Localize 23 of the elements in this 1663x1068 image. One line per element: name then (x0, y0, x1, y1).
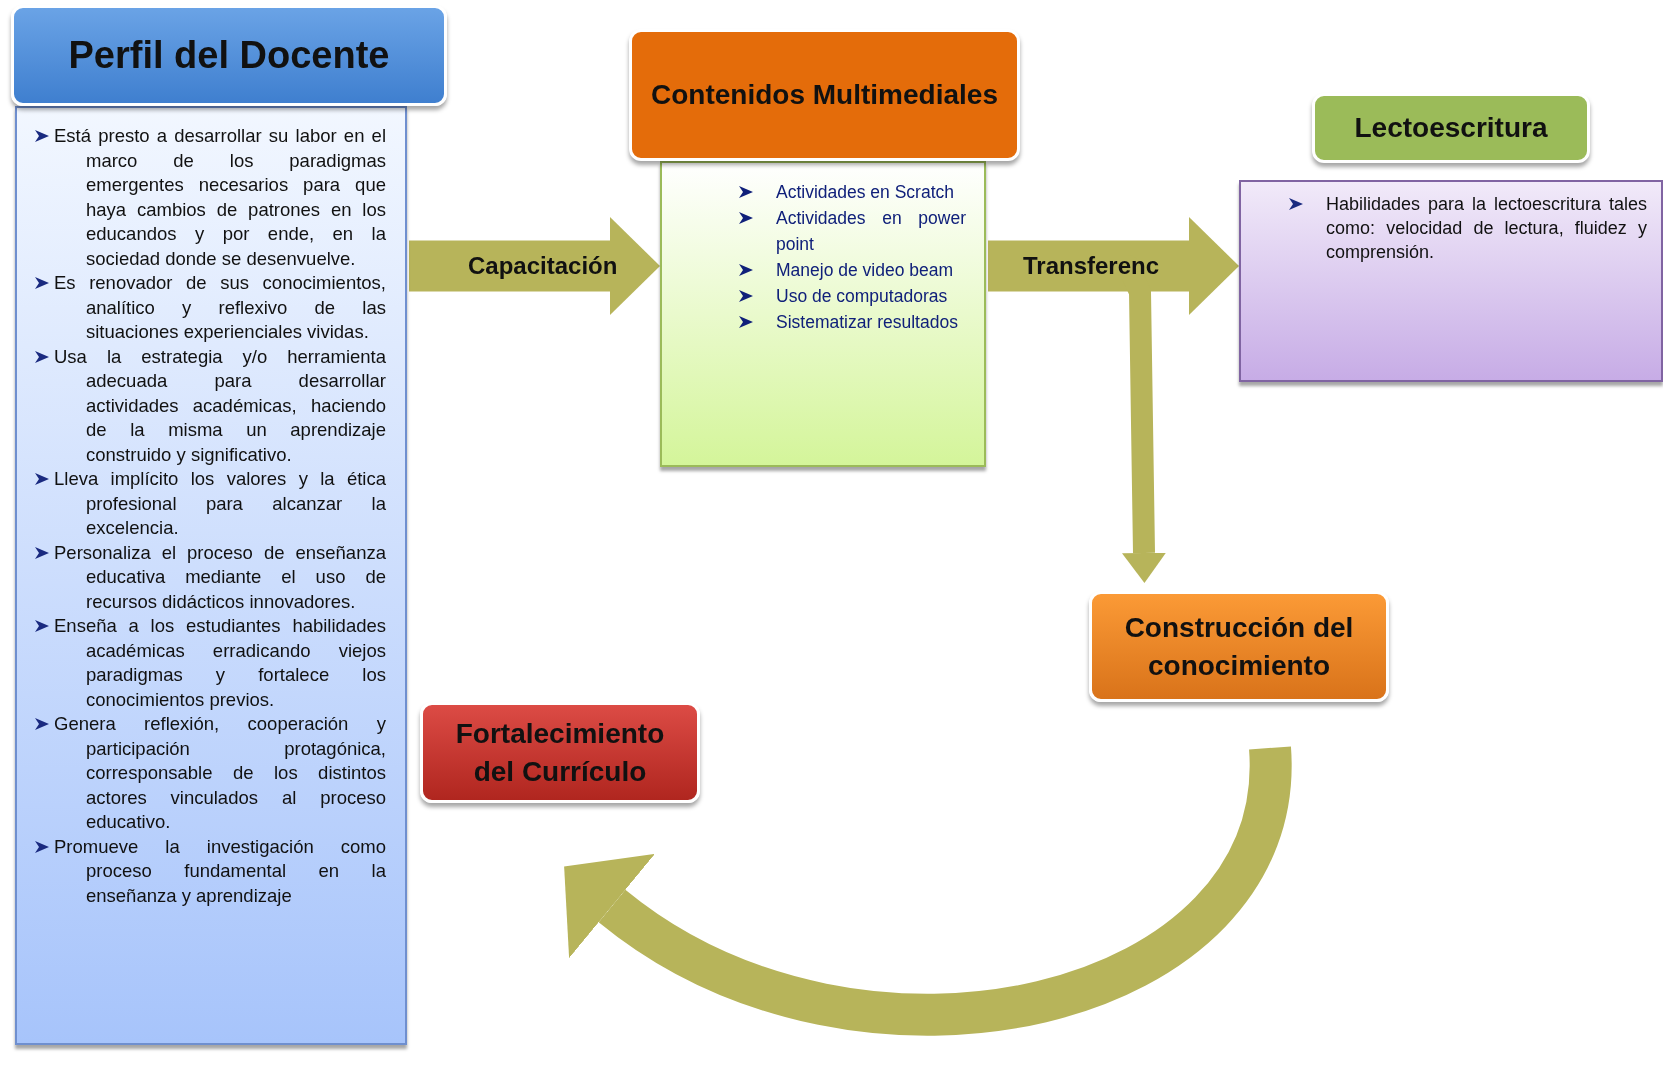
list-item-text: Genera reflexión, cooperación y participación protagónica, corresponsable de los distintos actores vinculados al proceso educativo. (54, 712, 386, 834)
process-box: Fortalecimiento del Currículo (420, 702, 700, 803)
list-item-text: Lleva implícito los valores y la ética profesional para alcanzar la excelencia. (54, 467, 386, 540)
list-item-text: Usa la estrategia y/o herramienta adecuada para desarrollar actividades académicas, haciendo de la misma un aprendizaje construido y significativo. (54, 344, 386, 467)
block-arrow (409, 217, 660, 315)
list-item-text: Manejo de video beam (776, 259, 955, 282)
list-item-text: Promueve la investigación como proceso fundamental en la enseñanza y aprendizaje (54, 834, 386, 908)
heading-banner: Perfil del Docente (11, 5, 447, 106)
list-item-text: Actividades en Scratch (776, 181, 955, 204)
list-item-text: Actividades en power point (776, 207, 966, 256)
block-arrow (988, 217, 1239, 315)
list-item-text: Está presto a desarrollar su labor en el marco de los paradigmas emergentes necesarios para que haya cambios de patrones en los educandos y por ende, en la sociedad donde se desenvuelve. (54, 124, 386, 271)
list-item-text: Habilidades para la lectoescritura tales como: velocidad de lectura, fluidez y comprensión. (1326, 193, 1647, 264)
list-item-text: Personaliza el proceso de enseñanza educativa mediante el uso de recursos didácticos innovadores. (54, 540, 386, 614)
edge-label: Capacitación (468, 252, 618, 280)
heading-banner: Lectoescritura (1312, 93, 1590, 163)
edge-label: Transferenc (1023, 252, 1160, 280)
process-box: Construcción del conocimiento (1089, 591, 1389, 702)
list-item-text: Uso de computadoras (776, 285, 949, 308)
list-item-text: Es renovador de sus conocimientos, analítico y reflexivo de las situaciones experienciales vividas. (54, 271, 386, 344)
list-item-text: Sistematizar resultados (776, 311, 959, 334)
list-item-text: Enseña a los estudiantes habilidades académicas erradicando viejos paradigmas y fortalece los conocimientos previos. (54, 614, 386, 712)
heading-banner: Contenidos Multimediales (629, 29, 1020, 161)
